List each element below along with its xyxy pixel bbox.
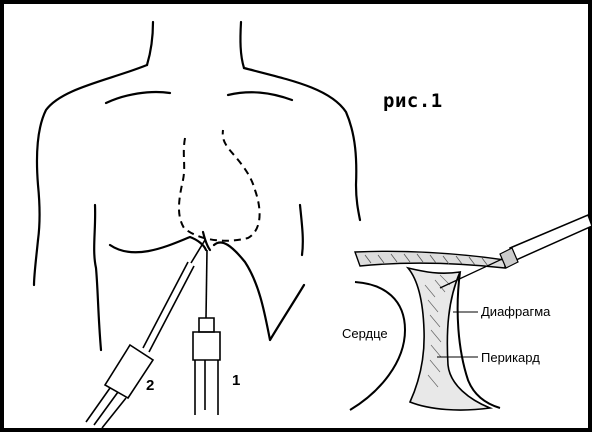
needle-2-tip [191, 240, 205, 263]
needle-2-shaft-b [149, 266, 194, 352]
ribcage-left [110, 237, 206, 252]
label-diaphragm: Диафрагма [481, 304, 550, 319]
needle-2-label: 2 [146, 377, 154, 394]
pericardial-sac [408, 268, 490, 410]
torso-outline [34, 22, 360, 350]
heart-projection [179, 130, 260, 241]
needle-1 [193, 250, 220, 415]
needle-2-syringe-a [86, 388, 110, 422]
inset-section [350, 215, 592, 410]
clavicle-right [228, 92, 292, 100]
shoulder-right [244, 68, 360, 220]
figure-label: рис.1 [383, 90, 443, 112]
neck-left [147, 22, 153, 65]
ribcage-right [214, 242, 304, 340]
arm-right-inner [300, 205, 303, 255]
needle-1-hub [199, 318, 214, 332]
needle-2 [86, 240, 205, 428]
chest-wall [355, 251, 505, 268]
arm-left-inner [94, 205, 101, 350]
label-pericardium: Перикард [481, 350, 540, 365]
needle-2-shaft [143, 262, 188, 348]
inset-syringe-body [510, 215, 592, 260]
label-heart: Сердце [342, 326, 388, 341]
needle-1-label: 1 [232, 372, 240, 389]
needle-2-syringe-c [94, 392, 118, 425]
diaphragm-curve [458, 272, 500, 408]
heart-outline [350, 282, 405, 410]
needle-1-barrel [193, 332, 220, 360]
arm-left-outer [34, 240, 38, 285]
needle-2-syringe-b [102, 398, 126, 428]
shoulder-left [37, 65, 147, 240]
neck-right [240, 22, 244, 68]
needle-1-tip [206, 250, 207, 318]
clavicle-left [106, 92, 170, 103]
